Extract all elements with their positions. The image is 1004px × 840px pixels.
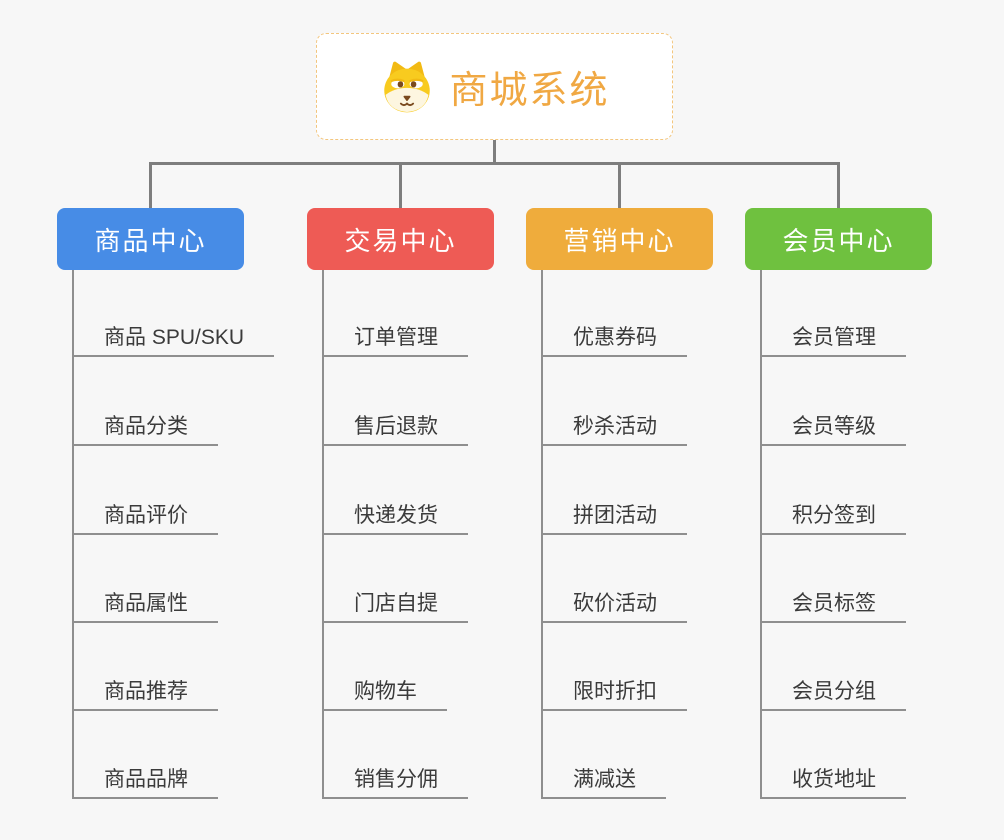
leaf-node-member-tags[interactable]: 会员标签 bbox=[760, 583, 906, 623]
leaf-node-order-management[interactable]: 订单管理 bbox=[322, 317, 468, 357]
branch-goods-center: 商品中心 商品 SPU/SKU 商品分类 商品评价 商品属性 商品推荐 商品品牌 bbox=[57, 208, 297, 808]
leaf-node-flash-sale[interactable]: 秒杀活动 bbox=[541, 406, 687, 446]
leaf-node-goods-category[interactable]: 商品分类 bbox=[72, 406, 218, 446]
branch-trade-center: 交易中心 订单管理 售后退款 快递发货 门店自提 购物车 销售分佣 bbox=[307, 208, 547, 808]
leaf-node-shopping-cart[interactable]: 购物车 bbox=[322, 671, 447, 711]
leaf-node-bargain-activity[interactable]: 砍价活动 bbox=[541, 583, 687, 623]
leaf-node-express-delivery[interactable]: 快递发货 bbox=[322, 495, 468, 535]
leaf-node-goods-brand[interactable]: 商品品牌 bbox=[72, 759, 218, 799]
leaf-node-limited-time-discount[interactable]: 限时折扣 bbox=[541, 671, 687, 711]
connector-horizontal-bus bbox=[150, 162, 840, 165]
root-node[interactable]: 商城系统 bbox=[316, 33, 673, 140]
leaf-node-coupon-code[interactable]: 优惠券码 bbox=[541, 317, 687, 357]
leaf-node-member-groups[interactable]: 会员分组 bbox=[760, 671, 906, 711]
leaf-node-sales-commission[interactable]: 销售分佣 bbox=[322, 759, 468, 799]
branch-node-goods-center[interactable]: 商品中心 bbox=[57, 208, 244, 270]
branch-node-marketing-center[interactable]: 营销中心 bbox=[526, 208, 713, 270]
leaf-node-goods-recommend[interactable]: 商品推荐 bbox=[72, 671, 218, 711]
connector-drop-marketing bbox=[618, 162, 621, 208]
leaf-node-store-pickup[interactable]: 门店自提 bbox=[322, 583, 468, 623]
leaf-node-member-level[interactable]: 会员等级 bbox=[760, 406, 906, 446]
leaf-node-group-buy[interactable]: 拼团活动 bbox=[541, 495, 687, 535]
dog-face-icon bbox=[384, 61, 431, 112]
branch-node-member-center[interactable]: 会员中心 bbox=[745, 208, 932, 270]
leaf-node-spend-and-save[interactable]: 满减送 bbox=[541, 759, 666, 799]
connector-drop-member bbox=[837, 162, 840, 208]
branch-marketing-center: 营销中心 优惠券码 秒杀活动 拼团活动 砍价活动 限时折扣 满减送 bbox=[526, 208, 766, 808]
leaf-node-shipping-address[interactable]: 收货地址 bbox=[760, 759, 906, 799]
connector-drop-goods bbox=[149, 162, 152, 208]
leaf-node-goods-review[interactable]: 商品评价 bbox=[72, 495, 218, 535]
branch-member-center: 会员中心 会员管理 会员等级 积分签到 会员标签 会员分组 收货地址 bbox=[745, 208, 985, 808]
root-node-label: 商城系统 bbox=[449, 70, 610, 112]
leaf-node-aftersale-refund[interactable]: 售后退款 bbox=[322, 406, 468, 446]
connector-drop-trade bbox=[399, 162, 402, 208]
leaf-node-goods-spu-sku[interactable]: 商品 SPU/SKU bbox=[72, 317, 275, 357]
branch-node-trade-center[interactable]: 交易中心 bbox=[307, 208, 494, 270]
connector-root-drop bbox=[493, 140, 496, 162]
leaf-node-member-management[interactable]: 会员管理 bbox=[760, 317, 906, 357]
leaf-node-goods-attribute[interactable]: 商品属性 bbox=[72, 583, 218, 623]
leaf-node-points-checkin[interactable]: 积分签到 bbox=[760, 495, 906, 535]
